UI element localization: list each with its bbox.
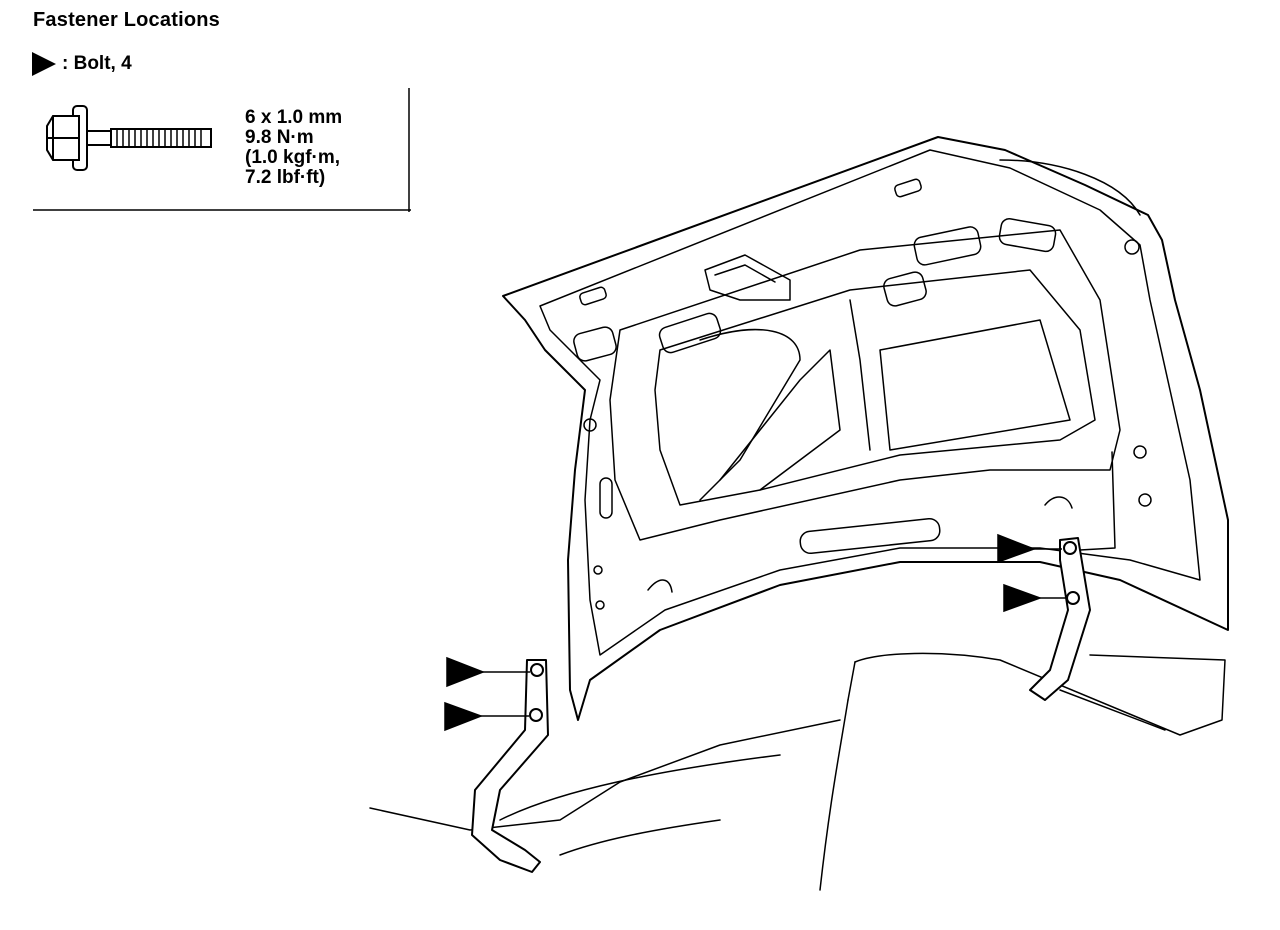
bolt-arrow-right-lower [1003, 583, 1066, 613]
spec-torque-nm: 9.8 N·m [245, 127, 314, 148]
bolt-arrows [444, 533, 1066, 732]
left-hinge [471, 659, 549, 873]
right-hinge [1029, 537, 1091, 701]
page-title: Fastener Locations [33, 9, 220, 31]
spec-size: 6 x 1.0 mm [245, 107, 343, 128]
bolt-icon [46, 105, 212, 171]
trunk-lid-outline [502, 136, 1229, 721]
bolt-arrow-left-lower [444, 701, 529, 732]
bolt-arrow-right-upper [997, 533, 1062, 564]
spec-torque-kgfm: (1.0 kgf·m, [245, 147, 341, 168]
bolt-legend: : Bolt, 4 [32, 52, 132, 76]
bolt-legend-label: : Bolt, 4 [62, 53, 132, 74]
bolt-spec-box: 6 x 1.0 mm 9.8 N·m (1.0 kgf·m, 7.2 lbf·f… [33, 88, 411, 212]
bolt-arrow-left-upper [446, 656, 530, 688]
arrow-pointer-icon [32, 52, 56, 76]
spec-torque-lbfft: 7.2 lbf·ft) [245, 167, 326, 188]
